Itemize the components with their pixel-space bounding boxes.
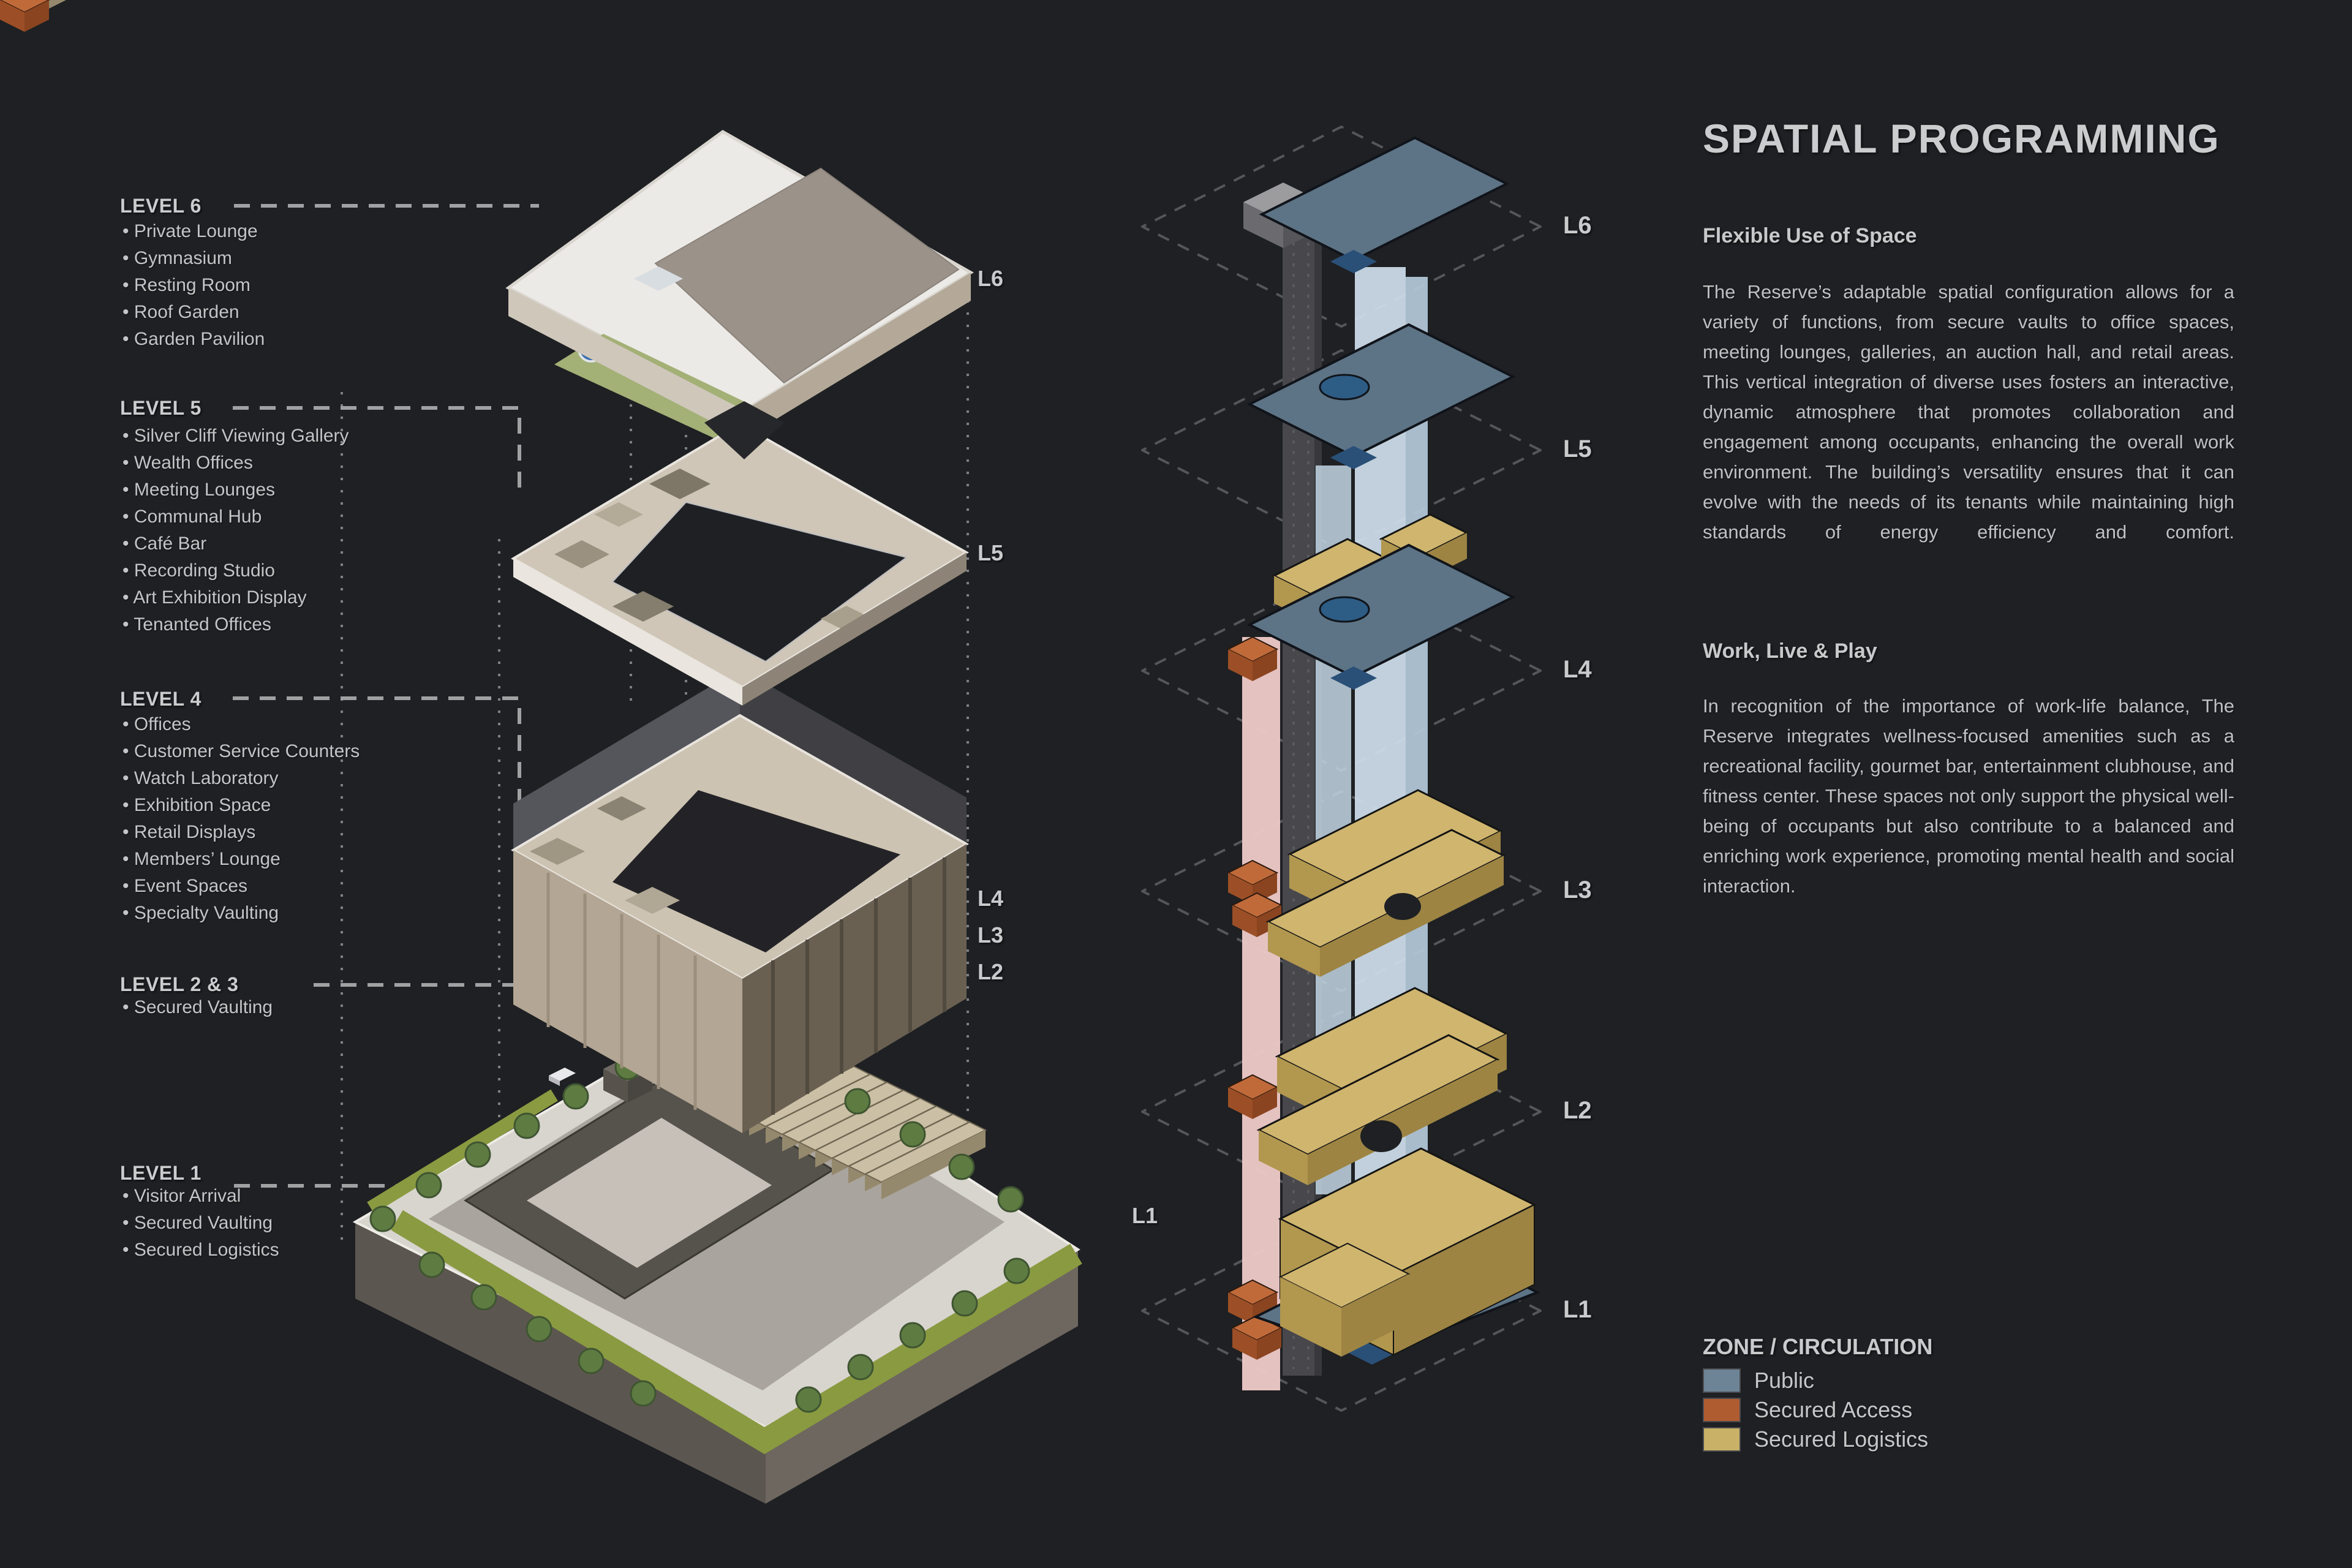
building-levels2-4-block [511, 669, 969, 1133]
zone-floor-label-l4: L4 [1563, 656, 1592, 683]
zone-floor-label-l2: L2 [1563, 1097, 1592, 1124]
legend-label: Secured Logistics [1754, 1427, 1929, 1452]
legend-swatch-secured-access [1703, 1398, 1741, 1422]
level-4-group: LEVEL 4 [120, 688, 202, 710]
list-item: Watch Laboratory [123, 765, 360, 792]
level-6-group: LEVEL 6 [120, 195, 202, 217]
left-floor-label-l1: L1 [1132, 1203, 1158, 1228]
list-item: Retail Displays [123, 819, 360, 846]
level-5-list: Silver Cliff Viewing Gallery Wealth Offi… [123, 423, 349, 638]
logistics-assembly-l2 [1256, 987, 1509, 1185]
zone-plate-l6 [1259, 136, 1510, 273]
list-item: Secured Vaulting [123, 1210, 279, 1237]
building-level6-roof [505, 130, 974, 459]
legend-item-secured-access: Secured Access [1703, 1397, 1913, 1422]
list-item: Garden Pavilion [123, 326, 265, 353]
legend-label: Secured Access [1754, 1397, 1913, 1422]
list-item: Resting Room [123, 272, 265, 299]
level-2-3-group: LEVEL 2 & 3 [120, 973, 238, 996]
list-item: Exhibition Space [123, 792, 360, 819]
list-item: Roof Garden [123, 299, 265, 326]
list-item: Gymnasium [123, 245, 265, 272]
zone-level-outlines [1141, 126, 1542, 1412]
list-item: Event Spaces [123, 873, 360, 900]
list-item: Café Bar [123, 530, 349, 557]
level-4-list: Offices Customer Service Counters Watch … [123, 711, 360, 927]
logistics-assembly-l3 [1265, 789, 1506, 977]
list-item: Art Exhibition Display [123, 584, 349, 611]
left-floor-label-l2: L2 [978, 959, 1004, 984]
left-floor-label-l4: L4 [978, 886, 1004, 911]
list-item: Customer Service Counters [123, 738, 360, 765]
level-6-list: Private Lounge Gymnasium Resting Room Ro… [123, 218, 265, 353]
list-item: Private Lounge [123, 218, 265, 245]
list-item: Tenanted Offices [123, 611, 349, 638]
list-item: Members’ Lounge [123, 846, 360, 873]
legend-label: Public [1754, 1368, 1815, 1393]
page-title: SPATIAL PROGRAMMING [1703, 116, 2220, 161]
level-1-list: Visitor Arrival Secured Vaulting Secured… [123, 1183, 279, 1264]
level-1-group: LEVEL 1 [120, 1162, 202, 1185]
section-heading-flexible-use: Flexible Use of Space [1703, 224, 1917, 247]
legend-item-public: Public [1703, 1368, 1814, 1393]
list-item: Recording Studio [123, 557, 349, 584]
left-floor-label-l6: L6 [978, 266, 1004, 291]
legend-swatch-secured-logistics [1703, 1427, 1741, 1452]
car [549, 1068, 576, 1086]
list-item: Specialty Vaulting [123, 900, 360, 927]
level-2-3-list: Secured Vaulting [123, 994, 273, 1021]
section-body-work-live-play: In recognition of the importance of work… [1703, 695, 2234, 897]
level-5-group: LEVEL 5 [120, 397, 202, 420]
section-body-flexible-use: The Reserve’s adaptable spatial configur… [1703, 281, 2234, 543]
level-4-heading: LEVEL 4 [120, 688, 202, 710]
zone-plate-l5 [1246, 323, 1516, 469]
list-item: Meeting Lounges [123, 477, 349, 503]
zone-plate-l4 [1246, 543, 1516, 690]
left-floor-label-l5: L5 [978, 540, 1004, 565]
left-floor-label-l3: L3 [978, 922, 1004, 948]
list-item: Communal Hub [123, 503, 349, 530]
secured-access-boxes [0, 0, 1282, 1360]
level-5-heading: LEVEL 5 [120, 397, 202, 419]
level-2-3-heading: LEVEL 2 & 3 [120, 973, 239, 995]
secured-access-band [1242, 637, 1280, 1390]
legend-item-secured-logistics: Secured Logistics [1703, 1427, 1928, 1452]
list-item: Silver Cliff Viewing Gallery [123, 423, 349, 450]
zone-base-l1 [1252, 1147, 1540, 1365]
legend-title: ZONE / CIRCULATION [1703, 1334, 1933, 1359]
list-item: Offices [123, 711, 360, 738]
zone-floor-label-l1: L1 [1563, 1296, 1592, 1323]
zone-floor-label-l6: L6 [1563, 212, 1592, 239]
list-item: Secured Vaulting [123, 994, 273, 1021]
building-level5-plate [511, 422, 969, 706]
building-level1-ground [0, 0, 1082, 1504]
level-6-heading: LEVEL 6 [120, 195, 202, 217]
zone-floor-label-l3: L3 [1563, 876, 1592, 903]
list-item: Visitor Arrival [123, 1183, 279, 1210]
zone-floor-label-l5: L5 [1563, 435, 1592, 462]
section-heading-work-live-play: Work, Live & Play [1703, 639, 1877, 663]
level-1-heading: LEVEL 1 [120, 1162, 202, 1184]
list-item: Wealth Offices [123, 450, 349, 477]
legend-swatch-public [1703, 1368, 1741, 1393]
list-item: Secured Logistics [123, 1237, 279, 1264]
